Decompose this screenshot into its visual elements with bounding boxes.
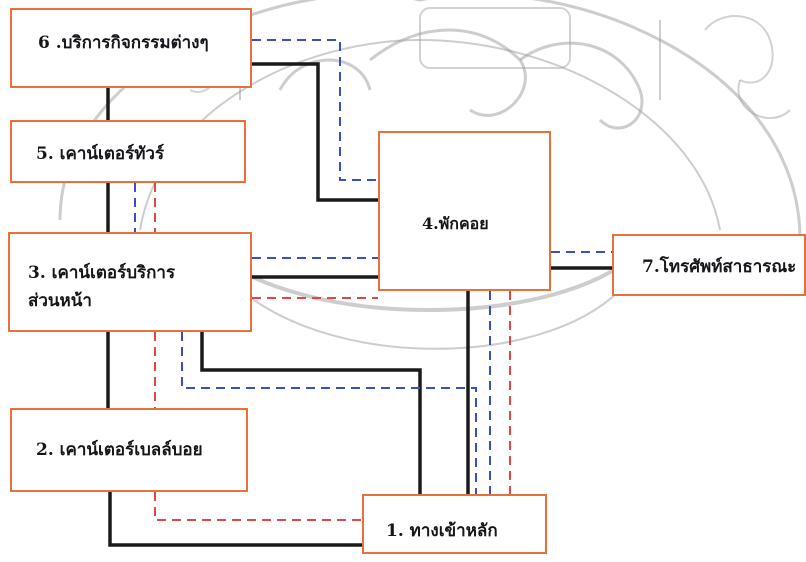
node-3-label-line2: ส่วนหน้า (28, 291, 92, 311)
line-3-to-1-black (200, 332, 422, 494)
node-4-label: 4.พักคอย (422, 214, 489, 233)
line-2-to-1-red (154, 492, 362, 521)
node-3-front-service-counter: 3. เคาน์เตอร์บริการ ส่วนหน้า (8, 232, 252, 332)
line-3-to-1-blue (181, 332, 477, 494)
node-7-public-phone: 7.โทรศัพท์สาธารณะ (612, 234, 806, 296)
node-2-label: 2. เคาน์เตอร์เบลล์บอย (36, 440, 203, 460)
node-1-main-entrance: 1. ทางเข้าหลัก (362, 494, 547, 554)
node-5-label: 5. เคาน์เตอร์ทัวร์ (36, 144, 165, 164)
node-5-tour-counter: 5. เคาน์เตอร์ทัวร์ (10, 120, 246, 183)
node-4-lobby: 4.พักคอย (378, 131, 551, 291)
node-1-label: 1. ทางเข้าหลัก (386, 521, 498, 541)
node-2-bellboy-counter: 2. เคาน์เตอร์เบลล์บอย (10, 408, 248, 492)
node-6-activity-services: 6 .บริการกิจกรรมต่างๆ (10, 8, 252, 88)
line-6-to-4-black (252, 62, 378, 202)
node-3-label-line1: 3. เคาน์เตอร์บริการ (28, 263, 176, 283)
line-2-to-1-black (108, 492, 362, 547)
node-6-label: 6 .บริการกิจกรรมต่างๆ (38, 33, 209, 53)
node-7-label: 7.โทรศัพท์สาธารณะ (642, 257, 797, 277)
line-6-to-4-blue (252, 39, 378, 181)
